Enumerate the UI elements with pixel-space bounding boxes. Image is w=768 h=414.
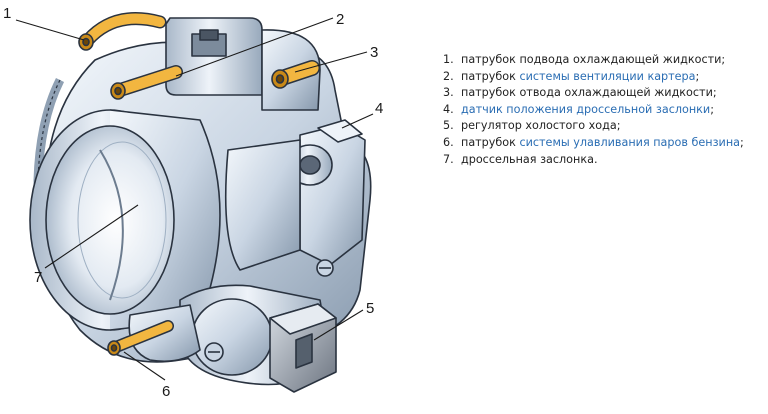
throttle-position-sensor-link[interactable]: датчик положения дроссельной заслонки — [461, 102, 711, 116]
legend-index: 5. — [443, 119, 454, 133]
legend-text: патрубок подвода охлаждающей жидкости; — [461, 53, 726, 66]
callout-4: 4 — [375, 100, 383, 117]
crankcase-ventilation-link[interactable]: системы вентиляции картера — [519, 69, 696, 83]
crankcase-vent-pipe — [110, 65, 183, 100]
legend-text: ; — [695, 69, 700, 83]
legend-index: 7. — [443, 152, 454, 166]
legend-index: 1. — [443, 53, 454, 66]
callout-6: 6 — [162, 383, 170, 400]
legend-text: патрубок — [461, 69, 520, 83]
callout-5: 5 — [366, 300, 374, 317]
callout-2: 2 — [336, 11, 344, 28]
callout-3: 3 — [370, 44, 378, 61]
legend-item: 1. патрубок подвода охлаждающей жидкости; — [443, 52, 765, 69]
legend-item: 7. дроссельная заслонка. — [443, 152, 765, 169]
legend-item: 4. датчик положения дроссельной заслонки; — [443, 102, 765, 119]
legend-index: 4. — [443, 102, 454, 116]
legend-text: ; — [740, 135, 744, 149]
callout-7: 7 — [34, 269, 42, 286]
legend-index: 2. — [443, 69, 454, 83]
legend-item: 2. патрубок системы вентиляции картера; — [443, 69, 765, 86]
legend-text: регулятор холостого хода; — [461, 119, 621, 133]
fuel-vapor-recovery-link[interactable]: системы улавливания паров бензина — [519, 135, 740, 149]
legend-text: патрубок отвода охлаждающей жидкости; — [461, 86, 717, 100]
leader-lines — [15, 17, 374, 381]
throttle-body-illustration: 1 2 3 4 5 6 7 — [3, 5, 383, 400]
legend-index: 3. — [443, 86, 454, 100]
legend-index: 6. — [443, 135, 454, 149]
legend-text: патрубок — [461, 135, 520, 149]
callout-1: 1 — [3, 5, 11, 22]
legend-item: 3. патрубок отвода охлаждающей жидкости; — [443, 85, 765, 102]
fuel-vapor-pipe — [107, 320, 174, 356]
legend-item: 5. регулятор холостого хода; — [443, 118, 765, 135]
throttle-housing — [29, 17, 372, 393]
parts-legend: 1. патрубок подвода охлаждающей жидкости;… — [443, 52, 765, 168]
coolant-outlet-pipe — [271, 60, 320, 89]
legend-item: 6. патрубок системы улавливания паров бен… — [443, 135, 765, 152]
legend-text: дроссельная заслонка. — [461, 152, 598, 166]
coolant-inlet-pipe — [78, 12, 167, 51]
legend-text: ; — [710, 102, 714, 116]
